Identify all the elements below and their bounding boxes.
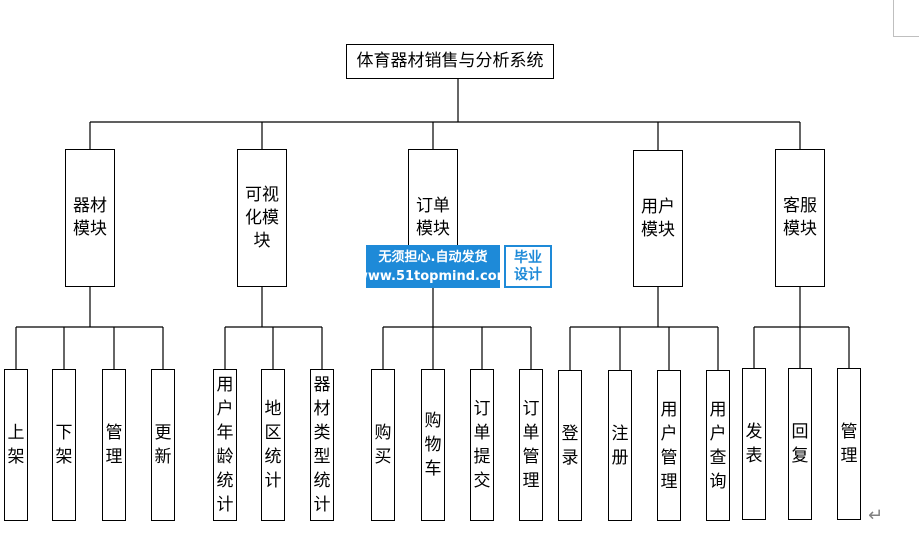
module-label: 器材模块 bbox=[72, 196, 107, 239]
watermark-text: 无须担心.自动发货 www.51topmind.com bbox=[356, 245, 510, 288]
module-node-service: 客服模块 bbox=[775, 149, 825, 287]
watermark-stamp: 无须担心.自动发货 www.51topmind.com 毕业设计 bbox=[356, 245, 552, 288]
leaf-node: 下架 bbox=[52, 369, 76, 521]
leaf-label: 订单管理 bbox=[522, 399, 540, 491]
watermark-line2: www.51topmind.com bbox=[355, 268, 511, 284]
leaf-label: 购买 bbox=[374, 423, 392, 467]
leaf-node: 登录 bbox=[558, 370, 582, 521]
leaf-node: 购物车 bbox=[421, 369, 445, 521]
leaf-node: 购买 bbox=[371, 369, 395, 521]
leaf-node: 用户年龄统计 bbox=[213, 369, 237, 521]
leaf-node: 管理 bbox=[102, 369, 126, 521]
root-label: 体育器材销售与分析系统 bbox=[356, 51, 544, 71]
paragraph-return-icon: ↵ bbox=[868, 505, 884, 526]
module-label: 客服模块 bbox=[782, 196, 817, 239]
leaf-label: 管理 bbox=[105, 423, 123, 467]
leaf-label: 用户年龄统计 bbox=[216, 375, 234, 515]
module-label: 用户模块 bbox=[640, 196, 675, 240]
module-label: 可视化模块 bbox=[244, 184, 279, 251]
leaf-node: 器材类型统计 bbox=[310, 369, 334, 521]
module-label: 订单模块 bbox=[415, 196, 450, 239]
leaf-label: 用户查询 bbox=[709, 399, 727, 492]
module-node-equipment: 器材模块 bbox=[65, 149, 115, 287]
module-node-user: 用户模块 bbox=[633, 150, 683, 287]
leaf-node: 发表 bbox=[742, 368, 766, 520]
leaf-label: 发表 bbox=[745, 422, 763, 466]
leaf-node: 订单管理 bbox=[519, 369, 543, 521]
leaf-label: 下架 bbox=[55, 423, 73, 467]
leaf-node: 上架 bbox=[4, 369, 28, 521]
watermark-badge-label: 毕业设计 bbox=[513, 249, 542, 283]
leaf-node: 用户管理 bbox=[657, 370, 681, 521]
page-corner-mark bbox=[893, 0, 919, 37]
leaf-node: 地区统计 bbox=[261, 369, 285, 521]
leaf-node: 回复 bbox=[788, 368, 812, 520]
leaf-label: 回复 bbox=[791, 422, 809, 466]
leaf-label: 用户管理 bbox=[660, 399, 678, 492]
leaf-node: 用户查询 bbox=[706, 370, 730, 521]
leaf-label: 注册 bbox=[611, 423, 629, 468]
leaf-label: 地区统计 bbox=[264, 399, 282, 491]
leaf-label: 上架 bbox=[7, 423, 25, 467]
watermark-badge: 毕业设计 bbox=[504, 245, 552, 288]
leaf-label: 更新 bbox=[154, 423, 172, 467]
leaf-label: 管理 bbox=[840, 422, 858, 466]
leaf-node: 更新 bbox=[151, 369, 175, 521]
leaf-label: 订单提交 bbox=[473, 399, 491, 491]
module-node-visualization: 可视化模块 bbox=[237, 149, 287, 287]
root-node: 体育器材销售与分析系统 bbox=[346, 44, 554, 79]
leaf-label: 购物车 bbox=[424, 411, 442, 479]
leaf-node: 订单提交 bbox=[470, 369, 494, 521]
leaf-label: 器材类型统计 bbox=[313, 375, 331, 515]
leaf-node: 注册 bbox=[608, 370, 632, 521]
watermark-line1: 无须担心.自动发货 bbox=[378, 249, 488, 265]
leaf-label: 登录 bbox=[561, 423, 579, 468]
leaf-node: 管理 bbox=[837, 368, 861, 520]
